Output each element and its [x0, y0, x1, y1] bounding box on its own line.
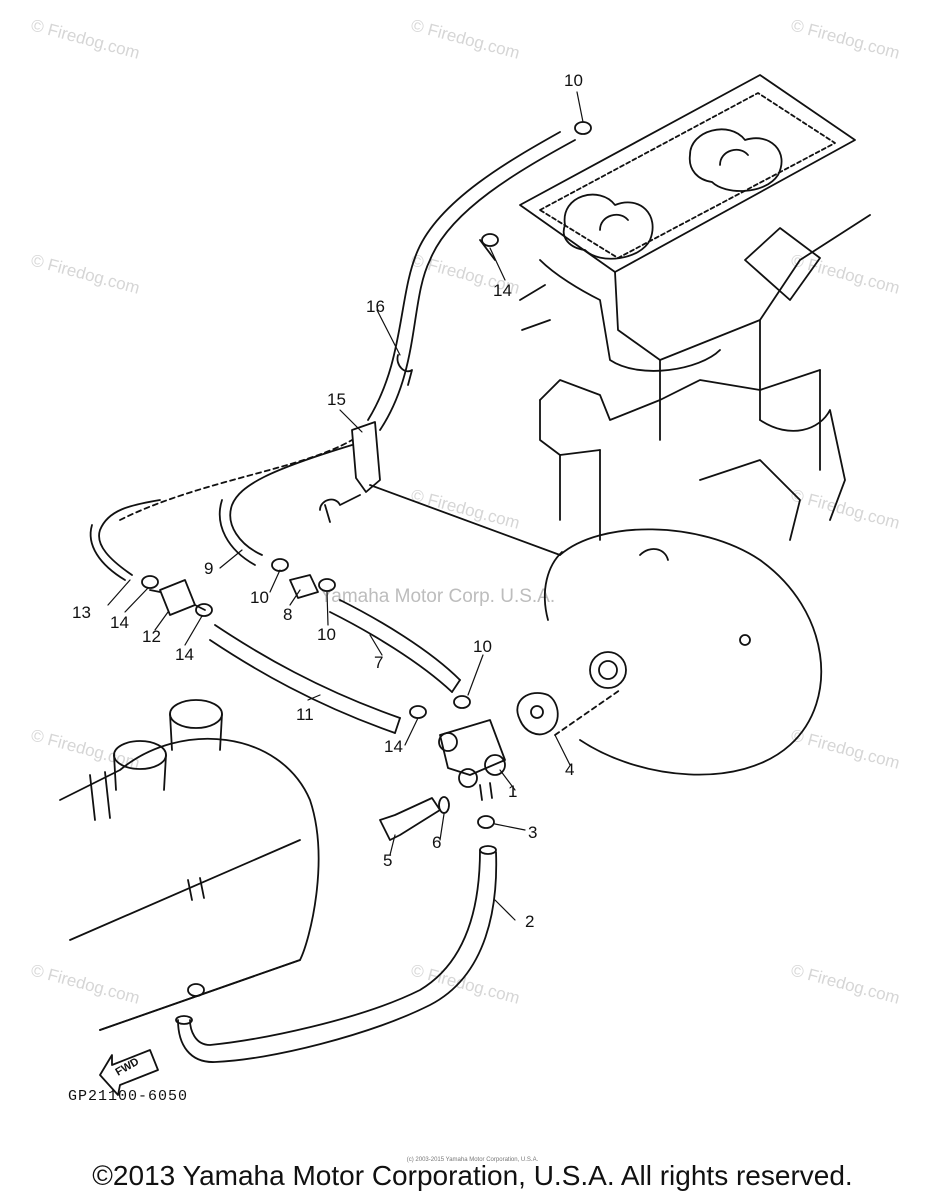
watermark: © Firedog.com [409, 961, 522, 1008]
watermark: © Firedog.com [29, 251, 142, 298]
pump-gasket [516, 692, 559, 736]
hose-7 [339, 599, 461, 681]
leader-lines [107, 91, 584, 921]
bolt-5 [379, 797, 441, 841]
callout-14: 14 [175, 645, 194, 664]
fine-print: (c) 2003-2015 Yamaha Motor Corporation, … [406, 1157, 539, 1163]
callout-10: 10 [473, 637, 492, 656]
callout-1: 1 [508, 782, 517, 801]
line-art [59, 74, 871, 1096]
hose-bracket [319, 421, 561, 556]
oil-tank [59, 699, 320, 1031]
callout-10: 10 [317, 625, 336, 644]
callout-10: 10 [564, 71, 583, 90]
callout-13: 13 [72, 603, 91, 622]
hose-2 [189, 849, 481, 1046]
joint-8 [289, 574, 319, 599]
callout-7: 7 [374, 653, 383, 672]
callout-2: 2 [525, 912, 534, 931]
watermark: © Firedog.com [409, 486, 522, 533]
clamps [141, 121, 592, 997]
callout-16: 16 [366, 297, 385, 316]
callout-6: 6 [432, 833, 441, 852]
watermark: © Firedog.com [789, 16, 902, 63]
copyright-notice: ©2013 Yamaha Motor Corporation, U.S.A. A… [92, 1160, 853, 1191]
callout-14: 14 [110, 613, 129, 632]
fuel-filter [159, 579, 196, 616]
cylinder-gasket [519, 74, 856, 273]
hose-9 [229, 444, 353, 556]
fwd-arrow-icon [99, 1049, 159, 1096]
watermark: © Firedog.com [29, 961, 142, 1008]
callout-8: 8 [283, 605, 292, 624]
watermark: © Firedog.com [789, 251, 902, 298]
washer-6 [438, 796, 450, 814]
watermark-layer: © Firedog.com © Firedog.com © Firedog.co… [29, 16, 902, 1008]
hose-11 [214, 624, 401, 719]
watermark: © Firedog.com [789, 726, 902, 773]
watermark: © Firedog.com [29, 16, 142, 63]
callout-12: 12 [142, 627, 161, 646]
hose-9-inner [218, 499, 256, 566]
callout-15: 15 [327, 390, 346, 409]
callout-11: 11 [296, 705, 314, 724]
watermark: © Firedog.com [409, 16, 522, 63]
center-watermark: Yamaha Motor Corp. U.S.A. [320, 586, 555, 607]
callout-14: 14 [493, 281, 512, 300]
hose-13 [98, 499, 161, 576]
flywheel-cover [544, 528, 823, 776]
callout-14: 14 [384, 737, 403, 756]
oil-pump [438, 719, 506, 801]
callouts: 1 2 3 4 5 6 7 8 9 10 10 10 10 11 12 13 1… [72, 71, 583, 931]
callout-3: 3 [528, 823, 537, 842]
diagram-code: GP21100-6050 [68, 1088, 189, 1105]
callout-9: 9 [204, 559, 213, 578]
callout-10: 10 [250, 588, 269, 607]
watermark: © Firedog.com [789, 486, 902, 533]
callout-5: 5 [383, 851, 392, 870]
watermark: © Firedog.com [789, 961, 902, 1008]
callout-4: 4 [565, 760, 574, 779]
engine-block [519, 214, 871, 541]
fwd-label: FWD [114, 1056, 142, 1079]
